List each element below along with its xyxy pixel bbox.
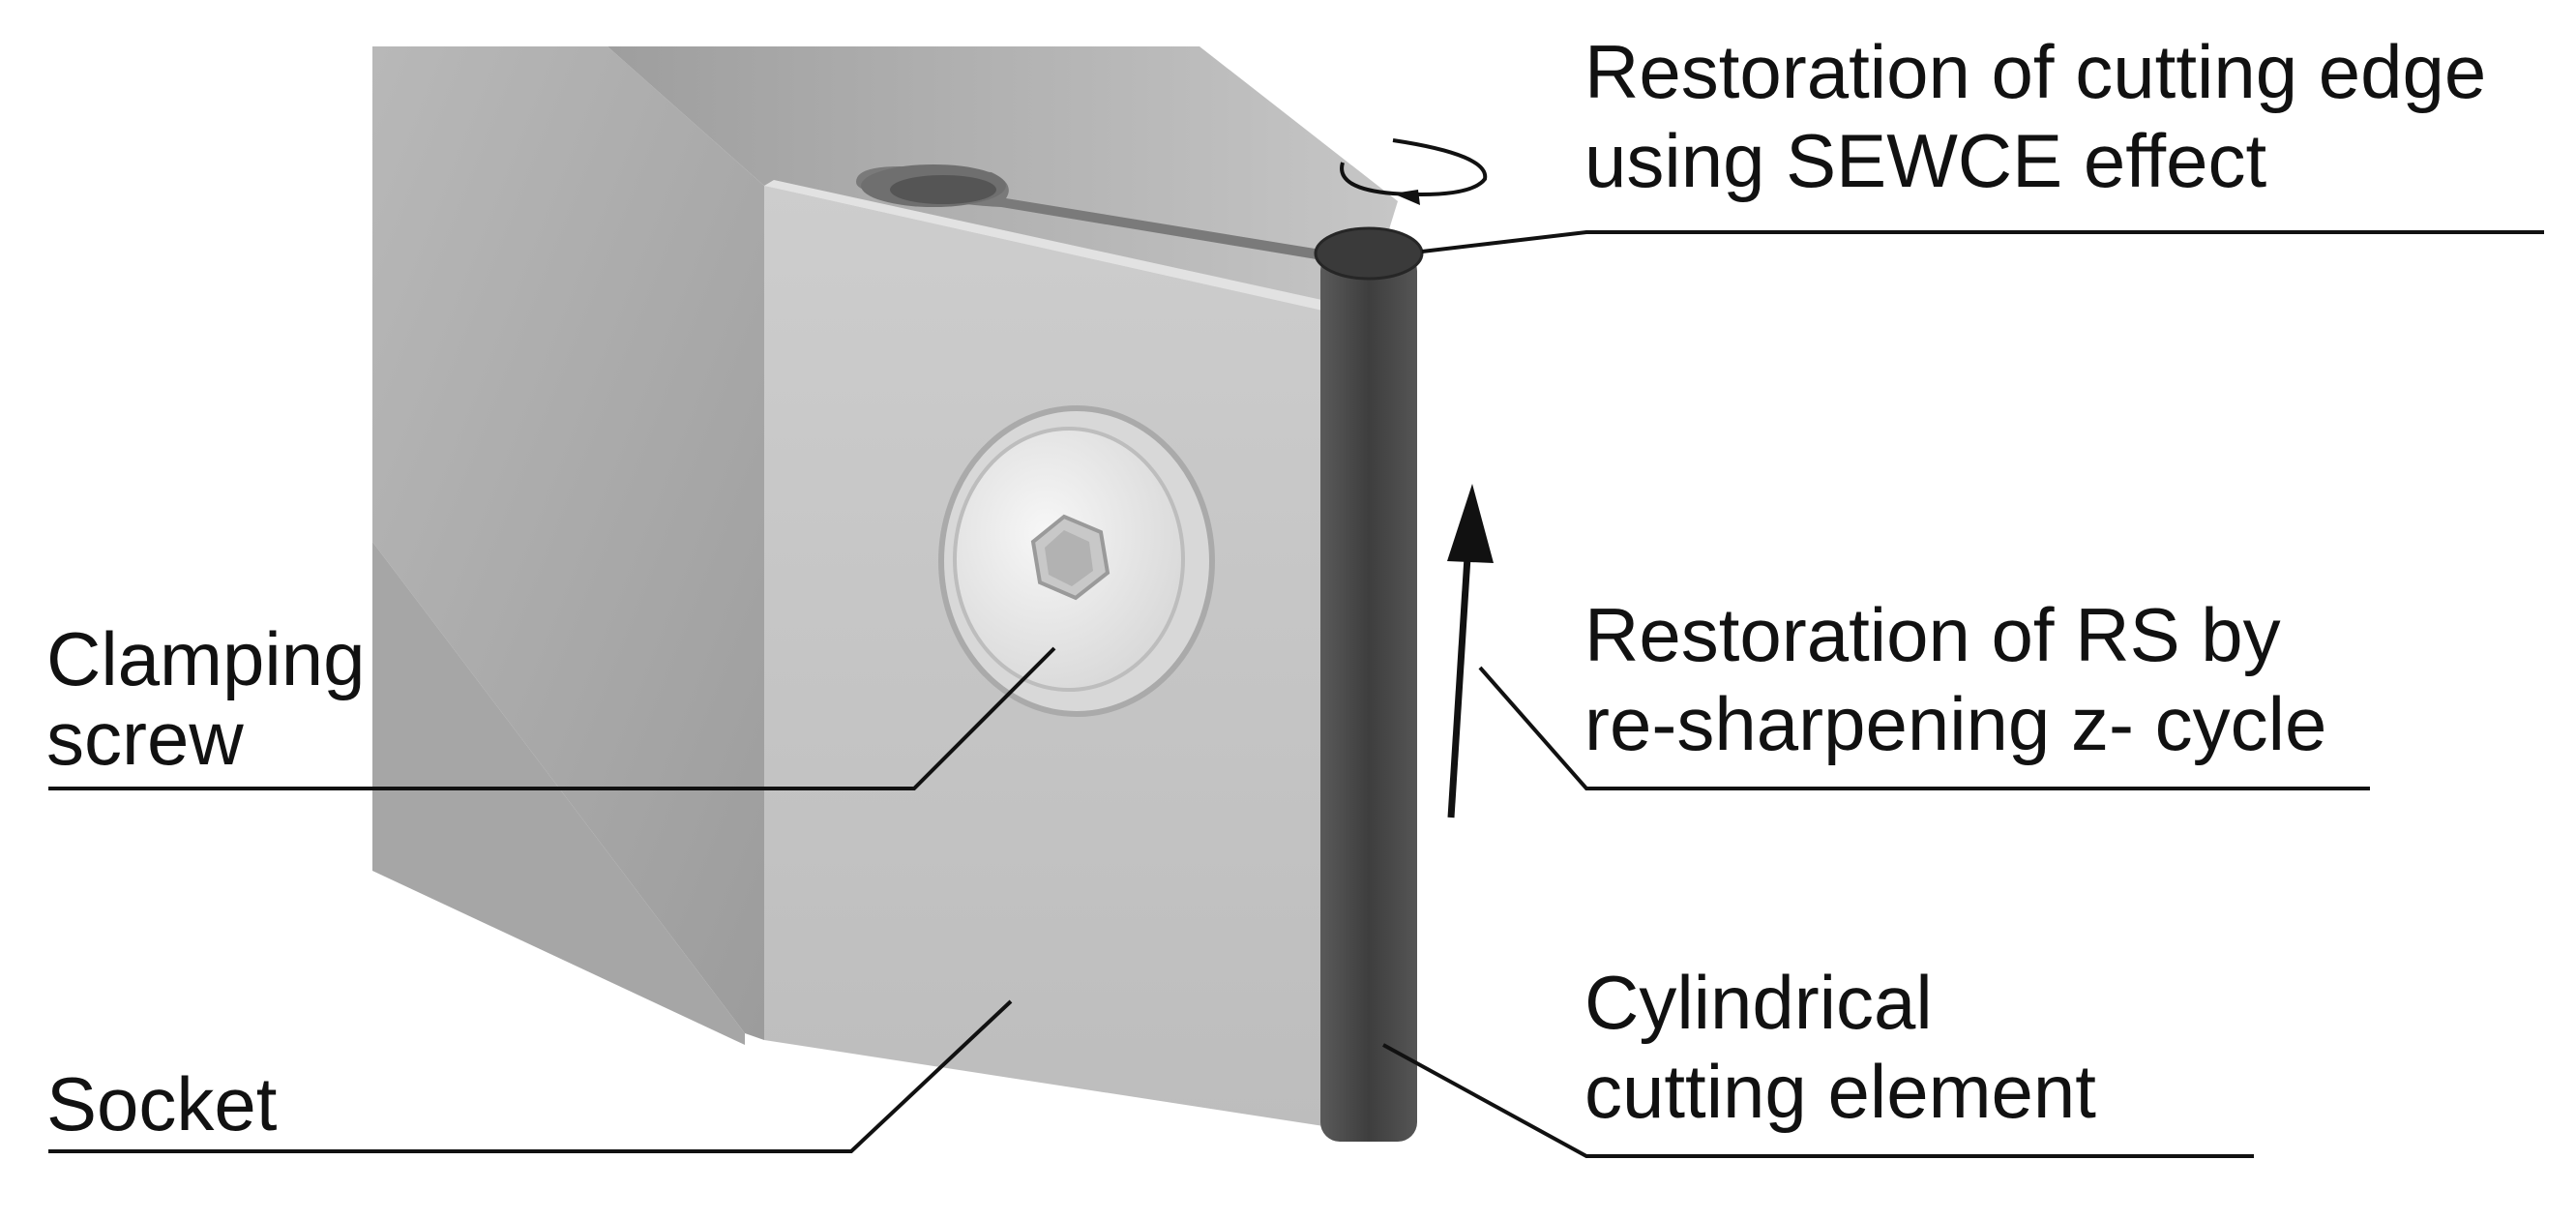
- label-cylindrical-line1: Cylindrical: [1584, 960, 1933, 1045]
- holder-side-face-lower: [372, 542, 745, 1045]
- label-restoration-cutting-edge-line1: Restoration of cutting edge: [1584, 29, 2487, 114]
- label-clamping-screw-line1: Clamping: [46, 616, 366, 701]
- resharpening-arrow-icon: [1447, 541, 1472, 818]
- leader-cylindrical-element: [1382, 1043, 2254, 1158]
- label-restoration-rs: Restoration of RS by re-sharpening z- cy…: [1584, 590, 2326, 768]
- label-socket: Socket: [46, 1059, 277, 1148]
- cutting-element-body: [1320, 252, 1417, 1142]
- holder-side-face: [372, 46, 764, 1040]
- socket-plate-top-edge: [764, 180, 1393, 324]
- label-cylindrical-line2: cutting element: [1584, 1049, 2096, 1134]
- label-cylindrical-cutting-element: Cylindrical cutting element: [1584, 958, 2096, 1136]
- leader-restoration-rs: [1478, 666, 2370, 790]
- holder-top-hole-inner: [890, 175, 996, 204]
- label-restoration-rs-line2: re-sharpening z- cycle: [1584, 681, 2327, 766]
- label-restoration-cutting-edge-line2: using SEWCE effect: [1584, 118, 2267, 203]
- hex-socket-inner: [1045, 530, 1093, 586]
- rotation-arrow-icon: [1340, 138, 1488, 196]
- leader-socket: [48, 999, 1013, 1153]
- cutting-element-top: [1316, 228, 1422, 279]
- label-restoration-rs-line1: Restoration of RS by: [1584, 592, 2281, 677]
- leader-restoration-edge: [1421, 230, 2544, 253]
- resharpening-arrow-head: [1447, 484, 1494, 563]
- leader-clamping-screw: [48, 646, 1056, 790]
- label-clamping-screw-line2: screw: [46, 696, 244, 781]
- cutting-element-top-rim: [1314, 226, 1424, 281]
- rotation-arrow-head: [1393, 190, 1420, 205]
- label-restoration-cutting-edge: Restoration of cutting edge using SEWCE …: [1584, 27, 2486, 205]
- label-clamping-screw: Clamping screw: [46, 619, 365, 778]
- label-socket-line1: Socket: [46, 1061, 278, 1146]
